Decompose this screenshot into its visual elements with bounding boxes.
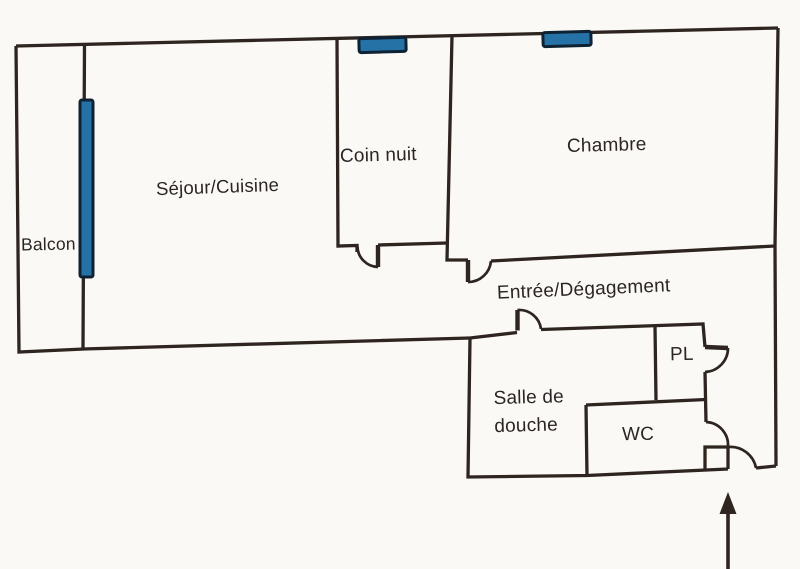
wall-block-top-left bbox=[469, 330, 518, 340]
pl-door-arc bbox=[704, 347, 730, 374]
pl-door bbox=[704, 344, 730, 374]
room-label-balcon: Balcon bbox=[20, 233, 76, 255]
room-label-chambre: Chambre bbox=[566, 133, 647, 158]
wall-coin-nuit-bottom-right bbox=[377, 241, 448, 247]
chambre-door-arc bbox=[467, 260, 493, 284]
wall-coin-nuit-chambre-divider bbox=[445, 35, 468, 262]
wall-wc-left bbox=[584, 404, 589, 477]
room-label-pl: PL bbox=[669, 343, 694, 366]
coin-nuit-door-arc bbox=[356, 246, 379, 269]
wall-pl-left bbox=[653, 325, 658, 401]
salle-de-douche-door-arc bbox=[517, 308, 543, 330]
salle-de-douche-door bbox=[515, 308, 543, 331]
wall-pl-bottom-wc-top bbox=[585, 397, 707, 407]
wall-east bbox=[773, 27, 780, 467]
coin-nuit-window bbox=[357, 35, 408, 55]
wall-sejour-south bbox=[82, 336, 471, 351]
room-label-salle-de-douche: Salle de douche bbox=[493, 386, 565, 437]
wall-block-bottom-right bbox=[755, 464, 777, 470]
balcon-window bbox=[78, 98, 95, 279]
room-label-sejour-cuisine: Séjour/Cuisine bbox=[155, 173, 280, 200]
coin-nuit-door bbox=[356, 245, 381, 269]
wall-pl-wc-east bbox=[703, 371, 708, 423]
pl-door-leaf bbox=[704, 344, 729, 351]
wall-west-and-balcon-bottom bbox=[14, 45, 85, 354]
entrance-door-pier bbox=[703, 445, 730, 469]
chambre-window bbox=[541, 29, 593, 49]
entrance-door-arc bbox=[727, 445, 758, 469]
entrance-arrow-up-icon bbox=[719, 492, 737, 569]
wall-chambre-bottom bbox=[490, 244, 776, 263]
chambre-door bbox=[465, 260, 493, 284]
wc-door-arc bbox=[705, 420, 730, 447]
room-label-wc: WC bbox=[621, 423, 655, 446]
room-label-coin-nuit: Coin nuit bbox=[339, 143, 418, 168]
wall-block-left-and-bottom bbox=[466, 337, 729, 479]
wall-block-top-right bbox=[540, 322, 707, 348]
